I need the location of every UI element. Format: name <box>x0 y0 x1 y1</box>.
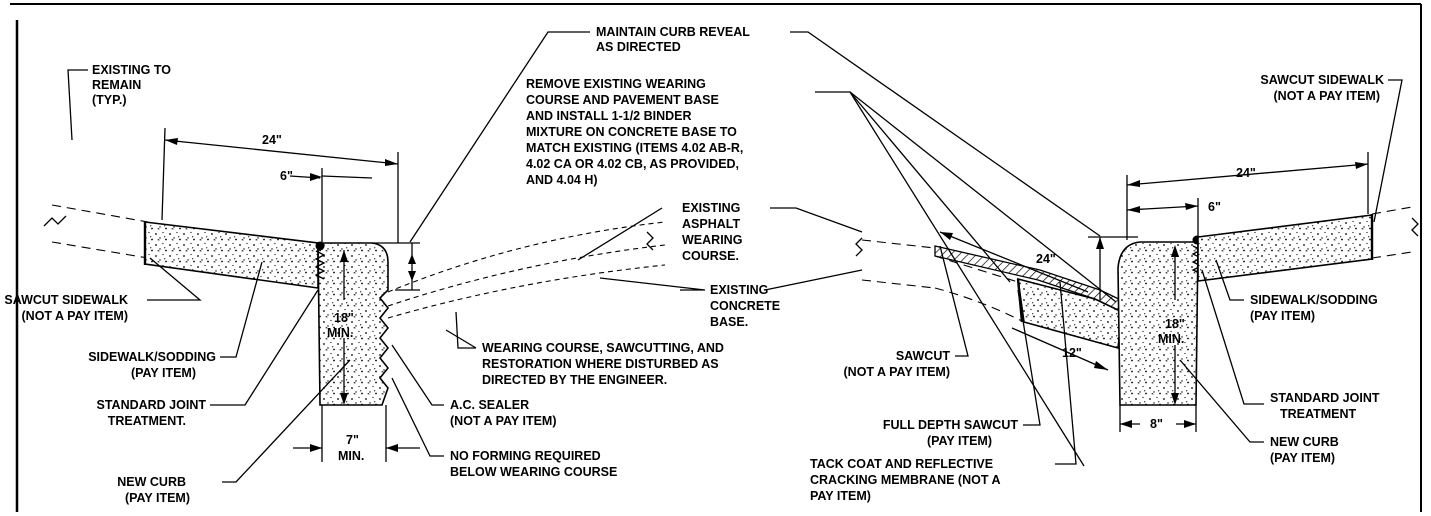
left-new-curb <box>317 242 390 406</box>
svg-text:WEARING: WEARING <box>682 233 742 247</box>
svg-text:AND 4.04 H): AND 4.04 H) <box>526 173 598 187</box>
svg-text:(PAY ITEM): (PAY ITEM) <box>1250 309 1315 323</box>
dim-right-18-min: MIN. <box>1158 332 1184 346</box>
svg-text:TACK COAT AND REFLECTIVE: TACK COAT AND REFLECTIVE <box>810 457 993 471</box>
right-sidewalk-slab <box>1197 214 1373 282</box>
svg-text:(PAY ITEM): (PAY ITEM) <box>131 366 196 380</box>
full-depth-sawcut-label: FULL DEPTH SAWCUT (PAY ITEM) <box>883 418 1019 448</box>
sawcut-sidewalk-right-label: SAWCUT SIDEWALK (NOT A PAY ITEM) <box>1260 73 1384 103</box>
dim-left-7-min: MIN. <box>338 449 364 463</box>
sawcut-label: SAWCUT (NOT A PAY ITEM) <box>844 349 951 379</box>
dim-left-7: 7" <box>346 433 359 447</box>
svg-text:(PAY ITEM): (PAY ITEM) <box>125 491 190 505</box>
svg-text:CRACKING MEMBRANE (NOT A: CRACKING MEMBRANE (NOT A <box>810 473 1001 487</box>
svg-text:(NOT A PAY ITEM): (NOT A PAY ITEM) <box>844 365 951 379</box>
sidewalk-sodding-left-label: SIDEWALK/SODDING (PAY ITEM) <box>88 350 216 380</box>
svg-text:REMOVE EXISTING WEARING: REMOVE EXISTING WEARING <box>526 77 706 91</box>
sidewalk-sodding-right-label: SIDEWALK/SODDING (PAY ITEM) <box>1250 293 1378 323</box>
dim-left-18-min: MIN. <box>327 326 353 340</box>
svg-text:FULL DEPTH SAWCUT: FULL DEPTH SAWCUT <box>883 418 1019 432</box>
dim-right-8: 8" <box>1150 417 1163 431</box>
existing-to-remain-label: EXISTING TO REMAIN (TYP.) <box>92 63 171 107</box>
sawcut-sidewalk-left-label: SAWCUT SIDEWALK (NOT A PAY ITEM) <box>4 293 128 323</box>
svg-text:AND INSTALL 1-1/2 BINDER: AND INSTALL 1-1/2 BINDER <box>526 109 692 123</box>
existing-asphalt-label: EXISTING ASPHALT WEARING COURSE. <box>682 201 742 263</box>
dim-right-12: 12" <box>1062 346 1082 360</box>
svg-text:STANDARD JOINT: STANDARD JOINT <box>1270 391 1380 405</box>
svg-text:SIDEWALK/SODDING: SIDEWALK/SODDING <box>88 350 216 364</box>
svg-text:(NOT A PAY ITEM): (NOT A PAY ITEM) <box>1274 89 1381 103</box>
svg-text:TREATMENT: TREATMENT <box>1280 407 1357 421</box>
leader-lines <box>67 31 1403 483</box>
svg-text:NEW CURB: NEW CURB <box>117 475 186 489</box>
remove-existing-note: REMOVE EXISTING WEARING COURSE AND PAVEM… <box>526 77 743 187</box>
svg-text:WEARING COURSE, SAWCUTTING, AN: WEARING COURSE, SAWCUTTING, AND <box>482 341 724 355</box>
dimension-labels: 24" 6" 18" MIN. 7" MIN. 24" 6" 24" 12" 1… <box>262 133 1256 463</box>
wearing-course-note: WEARING COURSE, SAWCUTTING, AND RESTORAT… <box>482 341 724 387</box>
svg-text:SAWCUT SIDEWALK: SAWCUT SIDEWALK <box>4 293 128 307</box>
svg-text:EXISTING TO: EXISTING TO <box>92 63 171 77</box>
svg-text:(NOT A PAY ITEM): (NOT A PAY ITEM) <box>450 414 557 428</box>
new-curb-right-label: NEW CURB (PAY ITEM) <box>1270 435 1339 465</box>
svg-text:BELOW WEARING COURSE: BELOW WEARING COURSE <box>450 465 617 479</box>
dim-right-18: 18" <box>1165 317 1185 331</box>
right-curb-detail <box>855 152 1419 432</box>
svg-text:EXISTING: EXISTING <box>710 283 768 297</box>
dim-right-24-top: 24" <box>1236 166 1256 180</box>
svg-text:MATCH EXISTING (ITEMS 4.02 AB-: MATCH EXISTING (ITEMS 4.02 AB-R, <box>526 141 743 155</box>
svg-text:COURSE AND PAVEMENT BASE: COURSE AND PAVEMENT BASE <box>526 93 719 107</box>
ac-sealer-label: A.C. SEALER (NOT A PAY ITEM) <box>450 398 557 428</box>
svg-text:RESTORATION WHERE DISTURBED AS: RESTORATION WHERE DISTURBED AS <box>482 357 719 371</box>
dim-left-18: 18" <box>334 311 354 325</box>
svg-text:TREATMENT.: TREATMENT. <box>108 414 186 428</box>
svg-text:MIXTURE ON CONCRETE BASE TO: MIXTURE ON CONCRETE BASE TO <box>526 125 737 139</box>
maintain-curb-reveal-label: MAINTAIN CURB REVEAL AS DIRECTED <box>596 25 750 54</box>
tack-coat-label: TACK COAT AND REFLECTIVE CRACKING MEMBRA… <box>810 457 1001 503</box>
svg-text:REMAIN: REMAIN <box>92 78 141 92</box>
svg-text:SIDEWALK/SODDING: SIDEWALK/SODDING <box>1250 293 1378 307</box>
svg-text:4.02 CA OR 4.02 CB, AS PROVIDE: 4.02 CA OR 4.02 CB, AS PROVIDED, <box>526 157 739 171</box>
svg-text:SAWCUT SIDEWALK: SAWCUT SIDEWALK <box>1260 73 1384 87</box>
left-curb-detail <box>43 127 666 462</box>
left-sidewalk-slab <box>144 221 319 289</box>
svg-text:SAWCUT: SAWCUT <box>896 349 951 363</box>
svg-text:ASPHALT: ASPHALT <box>682 217 740 231</box>
existing-concrete-label: EXISTING CONCRETE BASE. <box>710 283 780 329</box>
sheet-border <box>10 3 1422 512</box>
new-curb-left-label: NEW CURB (PAY ITEM) <box>117 475 190 505</box>
svg-text:NEW CURB: NEW CURB <box>1270 435 1339 449</box>
svg-text:(TYP.): (TYP.) <box>92 93 127 107</box>
svg-text:COURSE.: COURSE. <box>682 249 739 263</box>
standard-joint-left-label: STANDARD JOINT TREATMENT. <box>97 398 207 428</box>
svg-text:DIRECTED BY THE ENGINEER.: DIRECTED BY THE ENGINEER. <box>482 373 667 387</box>
svg-text:NO FORMING REQUIRED: NO FORMING REQUIRED <box>450 449 601 463</box>
svg-text:(PAY ITEM): (PAY ITEM) <box>927 434 992 448</box>
dim-right-6: 6" <box>1208 200 1221 214</box>
dim-right-24-slope: 24" <box>1036 252 1056 266</box>
svg-text:EXISTING: EXISTING <box>682 201 740 215</box>
svg-text:AS DIRECTED: AS DIRECTED <box>596 40 681 54</box>
dim-left-24: 24" <box>262 133 282 147</box>
svg-text:(NOT A PAY ITEM): (NOT A PAY ITEM) <box>22 309 129 323</box>
svg-text:STANDARD JOINT: STANDARD JOINT <box>97 398 207 412</box>
svg-text:(PAY ITEM): (PAY ITEM) <box>1270 451 1335 465</box>
standard-joint-right-label: STANDARD JOINT TREATMENT <box>1270 391 1380 421</box>
svg-text:MAINTAIN CURB REVEAL: MAINTAIN CURB REVEAL <box>596 25 750 39</box>
svg-text:A.C. SEALER: A.C. SEALER <box>450 398 529 412</box>
dim-left-6: 6" <box>280 169 293 183</box>
svg-text:PAY ITEM): PAY ITEM) <box>810 489 871 503</box>
svg-text:CONCRETE: CONCRETE <box>710 299 780 313</box>
svg-text:BASE.: BASE. <box>710 315 748 329</box>
right-new-curb <box>1117 241 1199 406</box>
no-forming-label: NO FORMING REQUIRED BELOW WEARING COURSE <box>450 449 617 479</box>
